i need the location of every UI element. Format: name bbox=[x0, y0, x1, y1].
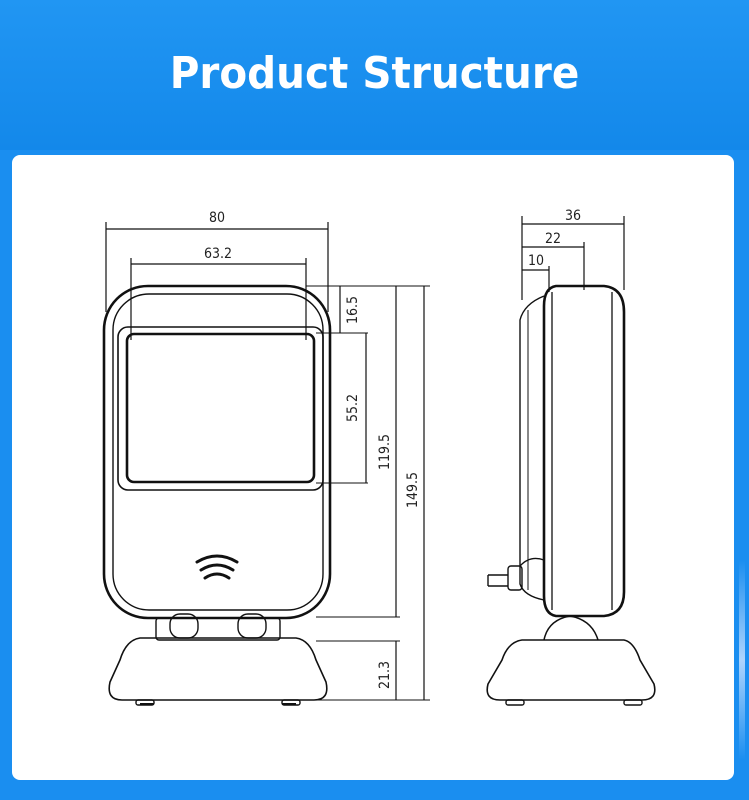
side-cable bbox=[487, 557, 545, 591]
dim-label-depth: 36 bbox=[565, 208, 581, 224]
front-head-outer bbox=[102, 284, 332, 620]
dim-label-total-height: 149.5 bbox=[405, 472, 421, 508]
side-view bbox=[486, 216, 656, 706]
header-banner bbox=[0, 0, 749, 150]
dim-label-inner-depth: 22 bbox=[545, 231, 561, 247]
front-head-inner bbox=[112, 293, 324, 611]
dimension-labels: 80 63.2 16.5 55.2 119.5 149.5 21.3 36 22… bbox=[204, 208, 581, 689]
drawing-panel bbox=[12, 155, 734, 780]
dim-label-top-margin: 16.5 bbox=[345, 296, 361, 324]
dim-label-head-height: 119.5 bbox=[377, 434, 393, 470]
dim-label-lip-depth: 10 bbox=[528, 253, 544, 269]
scan-window-outer bbox=[117, 326, 324, 491]
nfc-wave-icon bbox=[195, 554, 239, 580]
front-base bbox=[108, 637, 328, 701]
scan-window-inner bbox=[125, 332, 316, 484]
front-neck bbox=[155, 613, 281, 641]
dim-label-window-width: 63.2 bbox=[204, 246, 232, 262]
side-body bbox=[542, 284, 626, 618]
front-vertical-dims bbox=[339, 286, 425, 700]
dim-label-window-height: 55.2 bbox=[345, 394, 361, 422]
page-title: Product Structure bbox=[169, 48, 580, 99]
dim-label-base-height: 21.3 bbox=[377, 661, 393, 689]
side-base bbox=[486, 639, 656, 701]
front-extension-lines bbox=[306, 285, 430, 701]
side-neck bbox=[543, 615, 599, 641]
front-view bbox=[102, 222, 430, 706]
edge-glow bbox=[739, 560, 745, 760]
side-dims bbox=[521, 216, 625, 300]
side-lip bbox=[519, 295, 545, 601]
dim-label-overall-width: 80 bbox=[209, 210, 225, 226]
dim-overall-width bbox=[105, 222, 329, 312]
dim-window-width bbox=[130, 258, 307, 340]
